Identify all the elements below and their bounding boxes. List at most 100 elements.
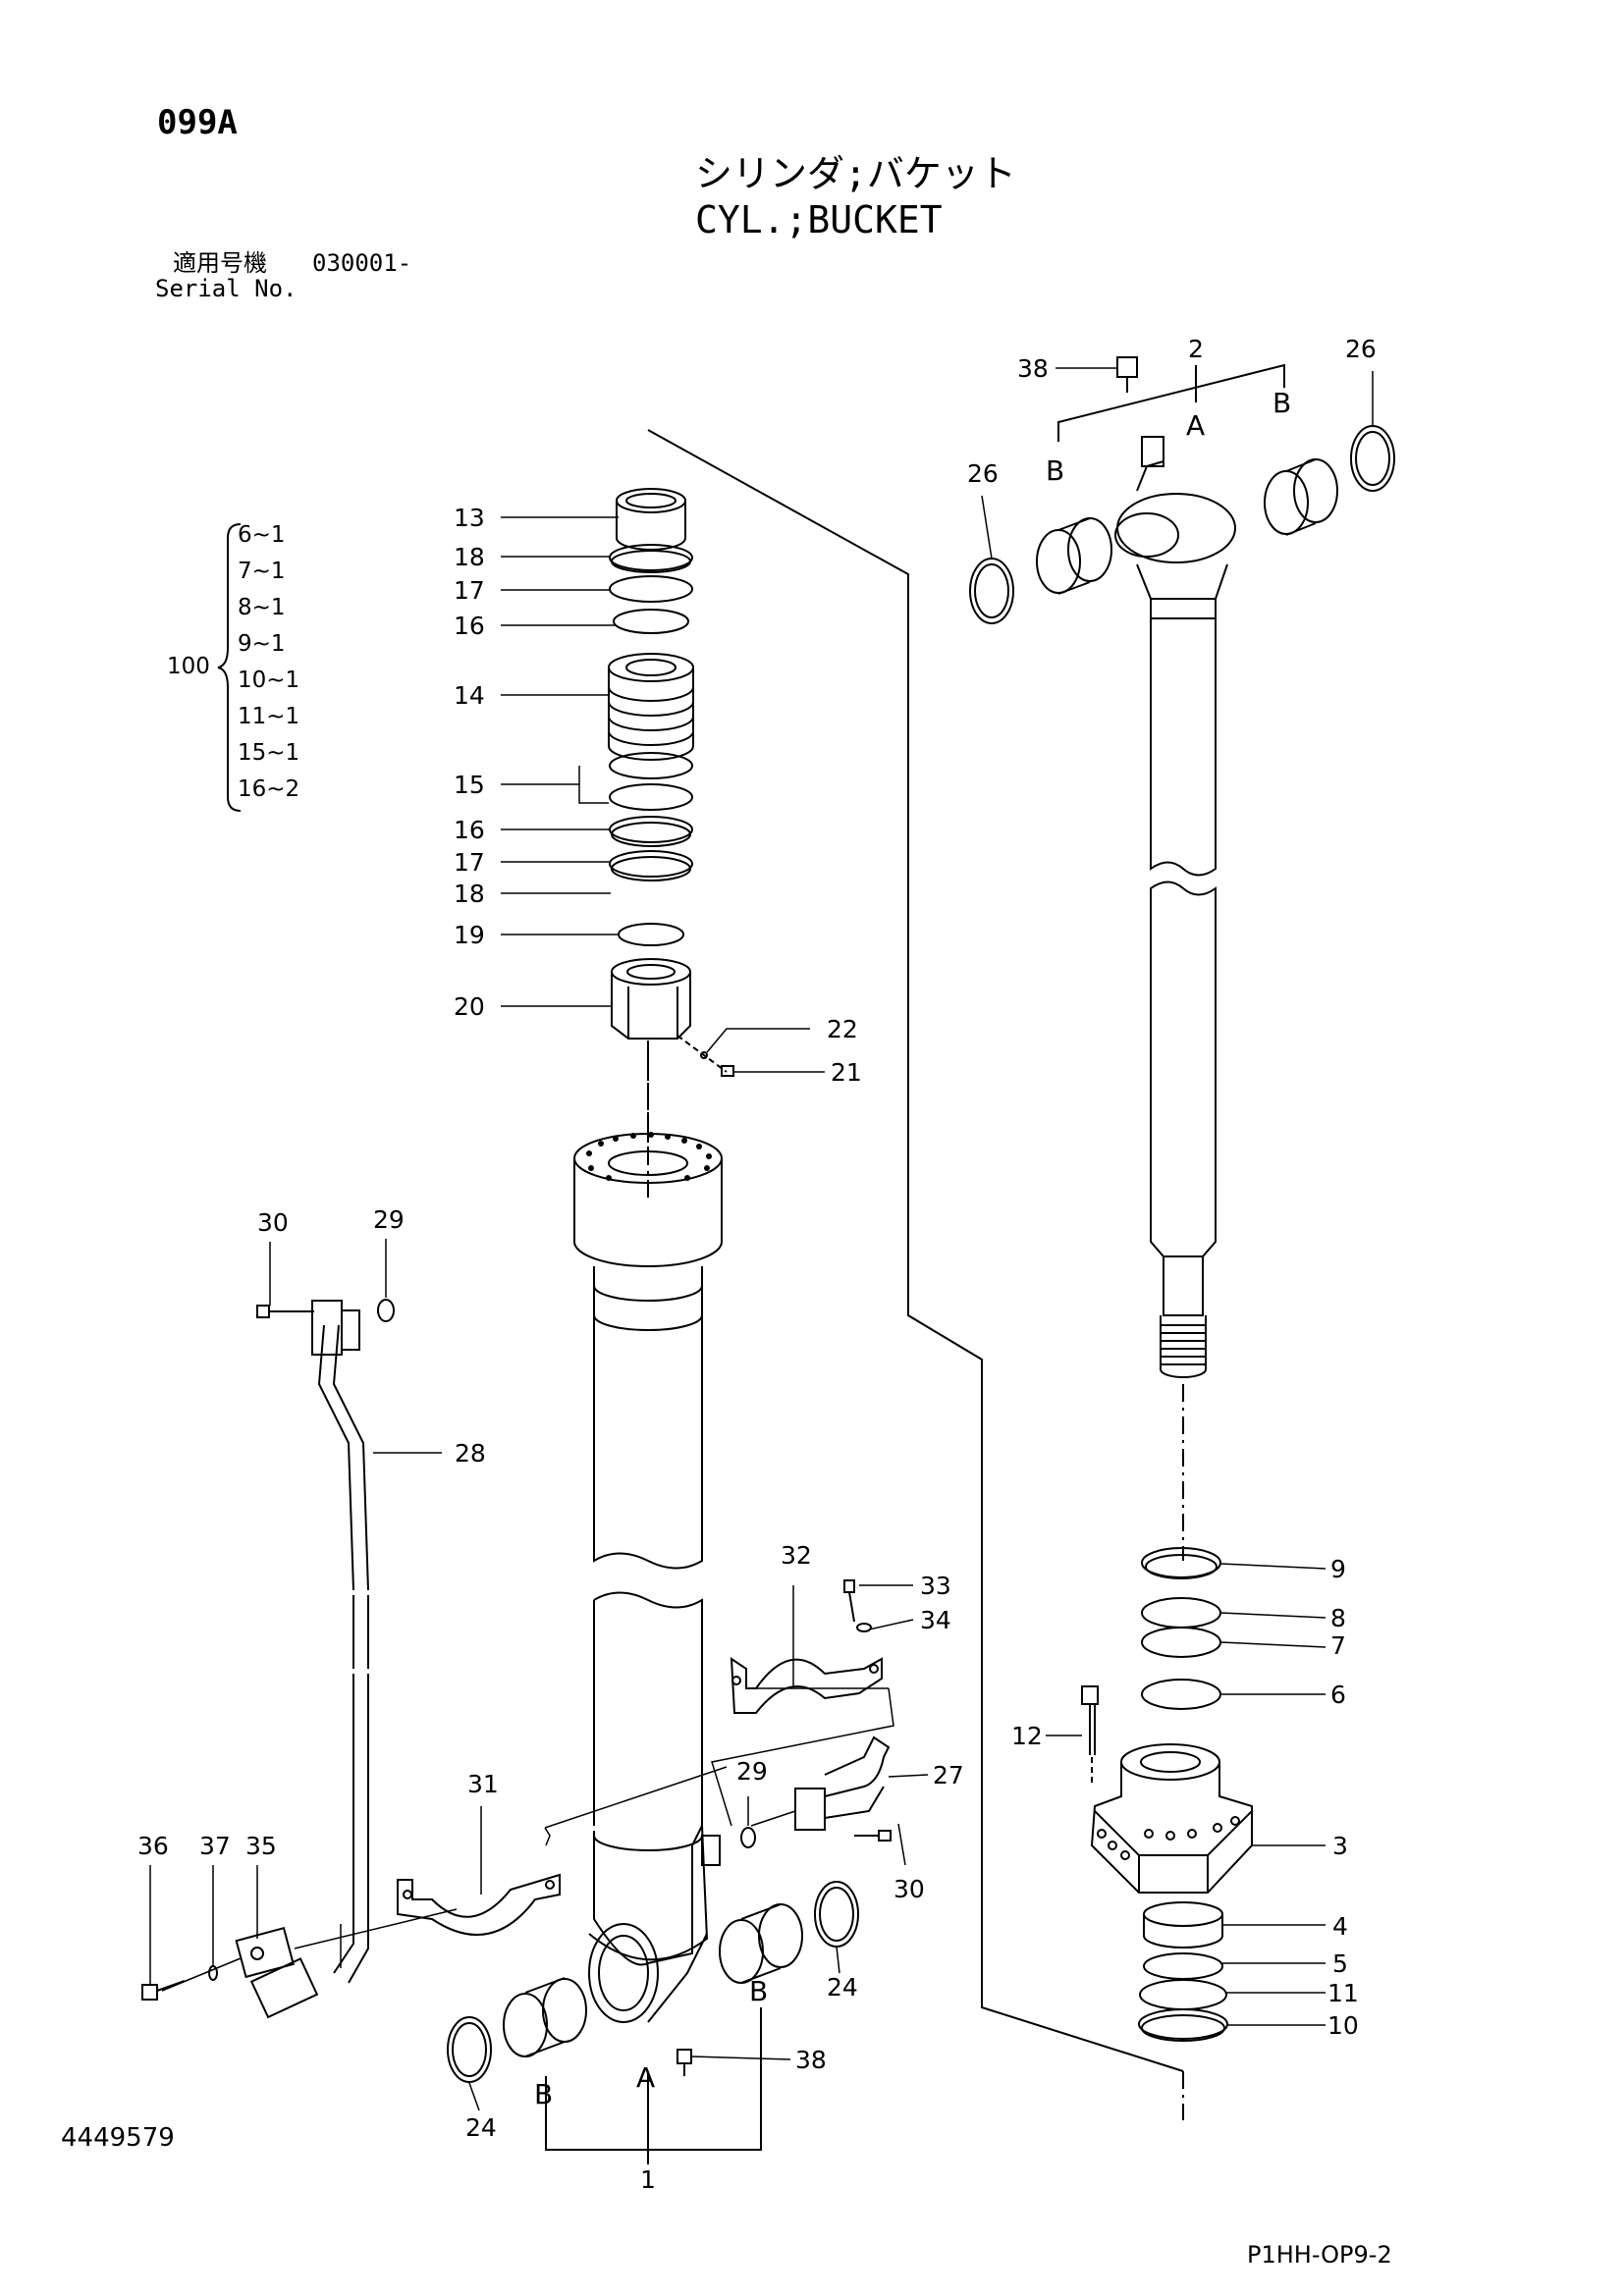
callout-12: 12 — [1011, 1722, 1043, 1750]
kit-item: 8~1 — [238, 595, 286, 620]
callout-38: 38 — [1017, 354, 1049, 383]
callout-38: 38 — [795, 2046, 827, 2074]
part-19-ring — [618, 923, 684, 946]
part-13-bushing — [616, 488, 686, 551]
callout-29: 29 — [373, 1205, 405, 1234]
callout-17: 17 — [454, 576, 485, 605]
kit-item: 15~1 — [238, 740, 300, 766]
callout-8: 8 — [1330, 1604, 1346, 1632]
ref-letter-b: B — [1046, 454, 1065, 487]
callout-32: 32 — [781, 1541, 812, 1570]
callout-15: 15 — [454, 771, 485, 799]
kit-number: 100 — [167, 654, 210, 679]
callout-22: 22 — [827, 1015, 858, 1043]
kit-item: 16~2 — [238, 776, 300, 802]
callout-26: 26 — [1345, 335, 1377, 363]
seal-rings-mid — [609, 752, 693, 881]
callout-18: 18 — [454, 880, 485, 908]
part-38-grease-fitting-bottom — [677, 2049, 692, 2076]
flange-bolt-holes — [586, 1132, 712, 1181]
part-28-pipe — [249, 1324, 369, 2019]
callout-9: 9 — [1330, 1555, 1346, 1583]
part-2-rod — [1114, 436, 1236, 1378]
bottom-reference-bracket — [545, 2007, 762, 2164]
callout-2: 2 — [1188, 335, 1204, 363]
screw-guide — [677, 1035, 728, 1073]
kit-item: 9~1 — [238, 631, 286, 657]
callout-3: 3 — [1332, 1832, 1348, 1860]
callout-35: 35 — [245, 1832, 277, 1860]
callout-36: 36 — [137, 1832, 169, 1860]
callout-30: 30 — [893, 1875, 925, 1903]
serial-label-english: Serial No. — [155, 275, 298, 302]
kit-item: 10~1 — [238, 667, 300, 693]
page-code: 099A — [157, 103, 238, 142]
callout-24: 24 — [465, 2113, 497, 2142]
top-reference-bracket — [1057, 363, 1285, 442]
callout-24: 24 — [827, 1973, 858, 2002]
callout-16: 16 — [454, 612, 485, 640]
callout-10: 10 — [1327, 2011, 1359, 2040]
top-bushings — [969, 425, 1395, 624]
cylinder-tube — [573, 1133, 723, 2023]
serial-value: 030001- — [312, 249, 412, 277]
part-20-nut — [611, 958, 691, 1040]
part-35-bracket — [235, 1926, 296, 1979]
callout-28: 28 — [455, 1439, 486, 1468]
kit-brace — [217, 523, 242, 812]
ref-letter-b: B — [534, 2078, 554, 2110]
page-reference: P1HH-OP9-2 — [1247, 2241, 1392, 2269]
leader-lines — [149, 367, 1374, 2111]
callout-26: 26 — [967, 459, 999, 488]
callout-13: 13 — [454, 504, 485, 532]
callout-33: 33 — [920, 1572, 951, 1600]
part-29-oring-top — [377, 1299, 395, 1322]
drawing-number: 4449579 — [61, 2123, 175, 2153]
callout-5: 5 — [1332, 1949, 1348, 1978]
kit-item: 6~1 — [238, 522, 286, 548]
callout-6: 6 — [1330, 1681, 1346, 1709]
head-seal-rings — [1138, 1952, 1228, 2042]
callout-30: 30 — [257, 1208, 289, 1237]
callout-17: 17 — [454, 848, 485, 877]
part-3-cylinder-head — [1090, 1743, 1253, 1894]
clamp-guide-lines — [161, 1687, 894, 1992]
callout-16: 16 — [454, 816, 485, 844]
part-38-grease-fitting-top — [1116, 356, 1138, 393]
part-12-bolt — [1081, 1685, 1099, 1787]
callout-14: 14 — [454, 681, 485, 710]
ref-letter-b: B — [749, 1975, 769, 2007]
callout-29: 29 — [736, 1757, 768, 1786]
callout-37: 37 — [199, 1832, 231, 1860]
callout-1: 1 — [640, 2165, 656, 2194]
part-21-setscrew — [721, 1065, 734, 1077]
part-33-bolt — [843, 1579, 855, 1623]
ref-letter-a: A — [636, 2061, 656, 2094]
part-30-bolt-top — [256, 1305, 314, 1318]
kit-item: 11~1 — [238, 704, 300, 729]
callout-27: 27 — [933, 1761, 964, 1789]
part-32-clamp — [730, 1657, 883, 1714]
callout-7: 7 — [1330, 1631, 1346, 1660]
callout-18: 18 — [454, 543, 485, 571]
part-34-washer — [856, 1623, 872, 1632]
title-japanese: シリンダ;バケット — [695, 152, 1016, 195]
callout-21: 21 — [831, 1058, 862, 1087]
callout-20: 20 — [454, 992, 485, 1021]
part-4-bushing — [1143, 1901, 1223, 1949]
serial-label-japanese: 適用号機 — [173, 249, 267, 277]
part-14-piston — [608, 653, 694, 761]
ref-letter-a: A — [1186, 409, 1206, 442]
callout-19: 19 — [454, 921, 485, 949]
ref-letter-b: B — [1272, 387, 1292, 419]
rod-rings — [1141, 1547, 1221, 1710]
part-29-oring-right — [740, 1827, 756, 1848]
part-27-pipe — [794, 1735, 891, 1831]
part-22-ball — [700, 1051, 708, 1059]
kit-item: 7~1 — [238, 559, 286, 584]
callout-4: 4 — [1332, 1912, 1348, 1941]
callout-11: 11 — [1327, 1979, 1359, 2007]
callout-31: 31 — [467, 1770, 499, 1798]
title-english: CYL.;BUCKET — [695, 198, 943, 241]
